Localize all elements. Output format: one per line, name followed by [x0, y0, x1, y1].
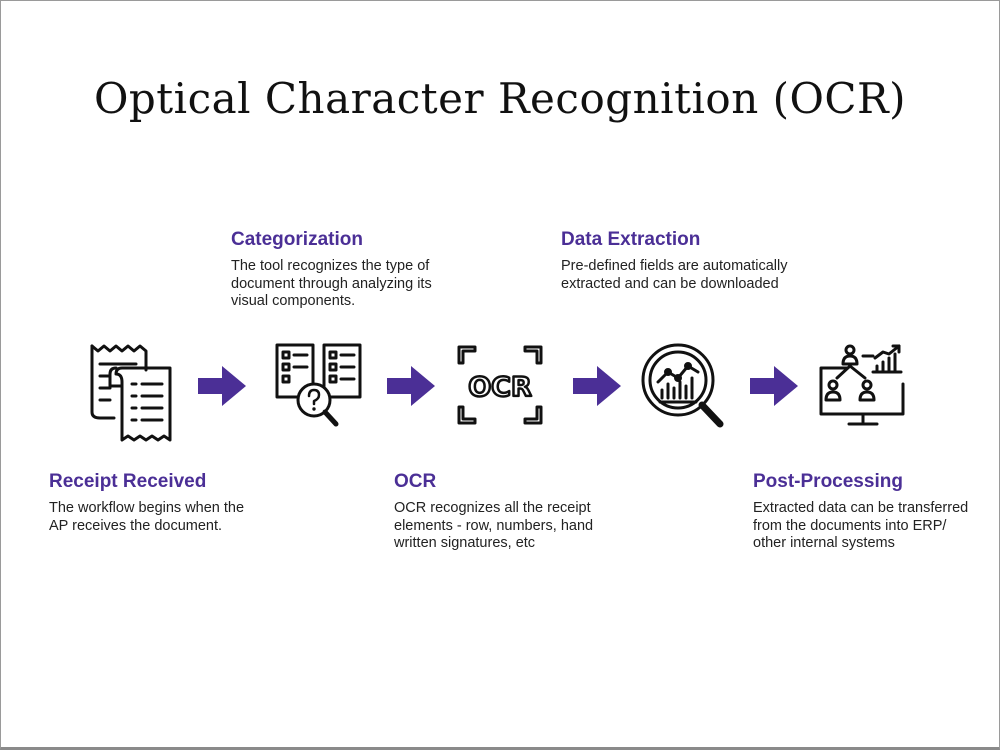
data-analysis-magnifier-icon	[638, 342, 730, 432]
description-line: written signatures, etc	[394, 535, 536, 551]
description-line: extracted and can be downloaded	[561, 275, 779, 292]
step-description-data-extraction: Pre-defined fields are automatically ext…	[561, 258, 787, 293]
categorization-magnifier-icon	[274, 342, 364, 430]
right-arrow-icon	[750, 364, 800, 408]
right-arrow-icon	[198, 364, 248, 408]
description-line: The workflow begins when the	[49, 500, 245, 516]
description-line: elements - row, numbers, hand	[394, 517, 594, 534]
ocr-scan-icon: OCR	[455, 343, 545, 427]
page-title: Optical Character Recognition (OCR)	[93, 74, 907, 123]
description-line: OCR recognizes all the receipt	[394, 500, 591, 516]
step-title-ocr: OCR	[394, 471, 437, 492]
right-arrow-icon	[573, 364, 623, 408]
step-title-data-extraction: Data Extraction	[561, 229, 701, 250]
step-title-categorization: Categorization	[231, 229, 363, 250]
ocr-icon-label: OCR	[468, 372, 532, 403]
step-description-categorization: The tool recognizes the type of document…	[231, 258, 432, 311]
description-line: Pre-defined fields are automatically	[561, 258, 788, 274]
step-title-post-processing: Post-Processing	[753, 471, 903, 492]
receipt-icon	[86, 342, 178, 446]
right-arrow-icon	[387, 364, 437, 408]
step-description-post-processing: Extracted data can be transferred from t…	[753, 500, 968, 553]
step-title-receipt-received: Receipt Received	[49, 471, 207, 492]
description-line: from the documents into ERP/	[753, 517, 947, 534]
network-monitor-icon	[817, 342, 909, 428]
step-description-receipt-received: The workflow begins when the AP receives…	[49, 500, 244, 535]
description-line: visual components.	[231, 293, 356, 309]
description-line: AP receives the document.	[49, 517, 223, 534]
description-line: The tool recognizes the type of	[231, 258, 430, 274]
description-line: document through analyzing its	[231, 275, 432, 292]
description-line: Extracted data can be transferred	[753, 500, 969, 516]
step-description-ocr: OCR recognizes all the receipt elements …	[394, 500, 593, 553]
description-line: other internal systems	[753, 535, 895, 551]
